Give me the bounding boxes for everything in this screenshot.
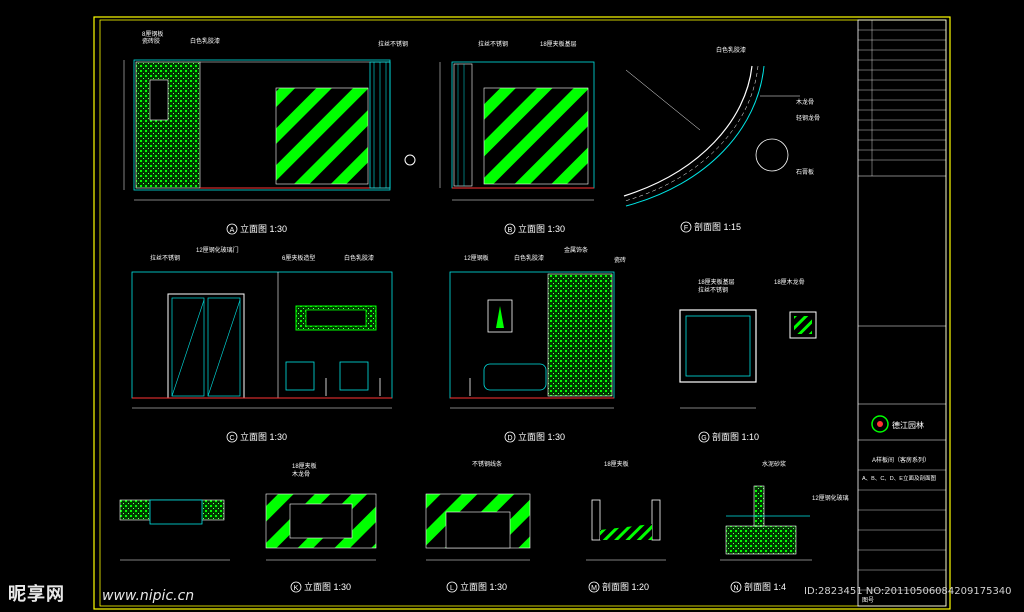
view-title-l: 立面图 1:30 (460, 581, 507, 592)
view-letter-n: N (733, 585, 738, 592)
view-label-g: G 剖面图 1:10 (698, 431, 759, 443)
note-b1: 拉丝不锈钢 (478, 40, 508, 48)
view-label-a: A 立面图 1:30 (226, 223, 287, 235)
note-m1: 18厘夹板 (604, 460, 629, 468)
note-c4: 6厘夹板造型 (282, 254, 315, 262)
note-b2: 18厘夹板基层 (540, 40, 577, 48)
note-a2: 瓷砖胶 (142, 37, 160, 45)
view-letter-m: M (591, 585, 597, 592)
view-letter-d: D (507, 435, 512, 442)
note-f3: 轻钢龙骨 (796, 114, 820, 122)
section-f (623, 65, 800, 207)
view-title-g: 剖面图 1:10 (712, 431, 759, 442)
view-title-m: 剖面图 1:20 (602, 581, 649, 592)
view-label-l: L 立面图 1:30 (446, 581, 507, 593)
note-c1: 12厘钢化玻璃门 (196, 246, 239, 254)
note-g3: 18厘木龙骨 (774, 278, 805, 286)
note-f1: 白色乳胶漆 (716, 46, 746, 54)
section-detail-1 (119, 499, 230, 561)
view-title-c: 立面图 1:30 (240, 431, 287, 442)
note-d4: 瓷砖 (614, 256, 626, 264)
view-title-b: 立面图 1:30 (518, 223, 565, 234)
view-label-n: N 剖面图 1:4 (730, 581, 786, 593)
view-letter-c: C (229, 435, 234, 442)
company-logo-text: 德江园林 (892, 420, 924, 430)
note-n2: 12厘钢化玻璃 (812, 494, 849, 502)
elevation-k (265, 493, 377, 561)
note-a4: 拉丝不锈钢 (378, 40, 408, 48)
note-c3: 白色乳胶漆 (344, 254, 374, 262)
section-g (679, 309, 817, 409)
elevation-c (131, 271, 393, 409)
note-a1: 8厘钢板 (142, 30, 163, 38)
note-a3: 白色乳胶漆 (190, 37, 220, 45)
note-g2: 拉丝不锈钢 (698, 286, 728, 294)
watermark-logo: 昵享网 (8, 584, 65, 605)
view-letter-g: G (701, 435, 706, 442)
view-title-f: 剖面图 1:15 (694, 221, 741, 232)
sheet-description: A、B、C、D、E立面及剖面图 (862, 474, 936, 482)
note-g1: 18厘夹板基层 (698, 278, 735, 286)
view-letter-b: B (508, 227, 513, 234)
annotations: 8厘钢板 瓷砖胶 白色乳胶漆 拉丝不锈钢 拉丝不锈钢 18厘夹板基层 白色乳胶漆… (142, 30, 849, 502)
view-letter-a: A (230, 227, 235, 234)
note-l1: 不锈钢线条 (472, 460, 502, 468)
drawing-frame-outer (93, 16, 951, 610)
note-d1: 12厘钢板 (464, 254, 489, 262)
view-title-k: 立面图 1:30 (304, 581, 351, 592)
view-title-a: 立面图 1:30 (240, 223, 287, 234)
view-label-c: C 立面图 1:30 (226, 431, 287, 443)
title-block: 德江园林 A样板间（客房系列） A、B、C、D、E立面及剖面图 图号 (857, 19, 947, 607)
view-label-m: M 剖面图 1:20 (588, 581, 649, 593)
elevation-d (449, 271, 615, 409)
elevation-b (439, 61, 595, 201)
view-title-d: 立面图 1:30 (518, 431, 565, 442)
view-letter-l: L (450, 585, 454, 592)
view-label-b: B 立面图 1:30 (504, 223, 565, 235)
note-c2: 拉丝不锈钢 (150, 254, 180, 262)
section-m (586, 499, 666, 561)
view-letter-f: F (684, 225, 688, 232)
note-f2: 木龙骨 (796, 98, 814, 106)
note-n1: 水泥砂浆 (762, 460, 786, 468)
view-label-k: K 立面图 1:30 (290, 581, 351, 593)
watermark-image-id: ID:2823451 NO:20110506084209175340 (804, 586, 1012, 597)
note-d3: 金属饰条 (564, 246, 588, 254)
note-d2: 白色乳胶漆 (514, 254, 544, 262)
note-k2: 木龙骨 (292, 470, 310, 478)
note-k1: 18厘夹板 (292, 462, 317, 470)
elevation-a (123, 59, 416, 201)
sheet-number-label: 图号 (862, 597, 874, 604)
note-f4: 石膏板 (796, 168, 814, 176)
view-label-d: D 立面图 1:30 (504, 431, 565, 443)
watermark-url: www.nipic.cn (102, 588, 195, 604)
view-title-n: 剖面图 1:4 (744, 581, 786, 592)
view-label-f: F 剖面图 1:15 (680, 221, 741, 233)
elevation-l (425, 493, 531, 561)
project-name: A样板间（客房系列） (872, 456, 930, 464)
company-logo: 德江园林 (871, 415, 924, 433)
section-n (720, 485, 812, 561)
view-letter-k: K (294, 585, 299, 592)
